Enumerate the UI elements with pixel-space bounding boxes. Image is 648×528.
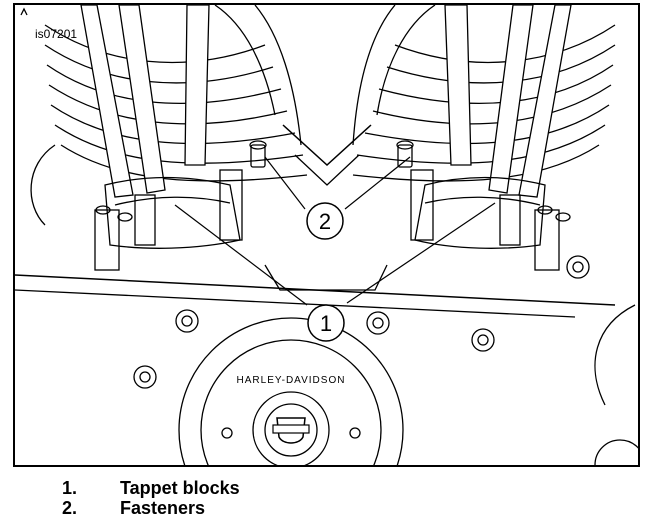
bar-and-shield-logo [272,417,310,444]
callout-1: 1 [307,304,345,342]
legend-item-2-number: 2. [62,498,78,518]
corner-mark [20,7,28,16]
fastener-right [396,140,414,168]
right-tappet-block [410,169,560,271]
timer-cover [178,317,404,465]
legend-item-2-label: Fasteners [120,498,206,518]
right-cover [594,304,636,406]
right-lower-bolt [594,439,638,465]
left-cylinder-fins [44,5,308,182]
center-casting [264,264,388,291]
fasteners-outer [95,205,571,222]
callout-2-number: 2 [319,209,331,234]
cylinder-valley [282,124,372,167]
legend-item-1: 1. Tappet blocks [62,478,240,498]
crankcase-edge-inner [15,289,576,318]
legend-item-2: 2. Fasteners [62,498,205,518]
illustration-frame: HARLEY-DAVIDSON 2 1 is07201 [13,3,640,467]
engine-illustration: HARLEY-DAVIDSON 2 1 [15,5,638,465]
fastener-left [249,140,267,168]
right-cylinder-fins [352,5,616,182]
legend-item-1-label: Tappet blocks [120,478,240,498]
figure-id: is07201 [35,27,78,41]
timer-cover-brand: HARLEY-DAVIDSON [237,375,346,386]
pushrod-tubes [80,5,572,198]
left-cover [30,144,56,226]
callout-1-number: 1 [320,311,332,336]
leader-lines [174,156,496,306]
legend-item-1-number: 1. [62,478,78,498]
left-tappet-block [94,169,243,271]
case-bolts [133,255,590,389]
valley-detail [294,154,360,186]
callout-2: 2 [306,202,344,240]
